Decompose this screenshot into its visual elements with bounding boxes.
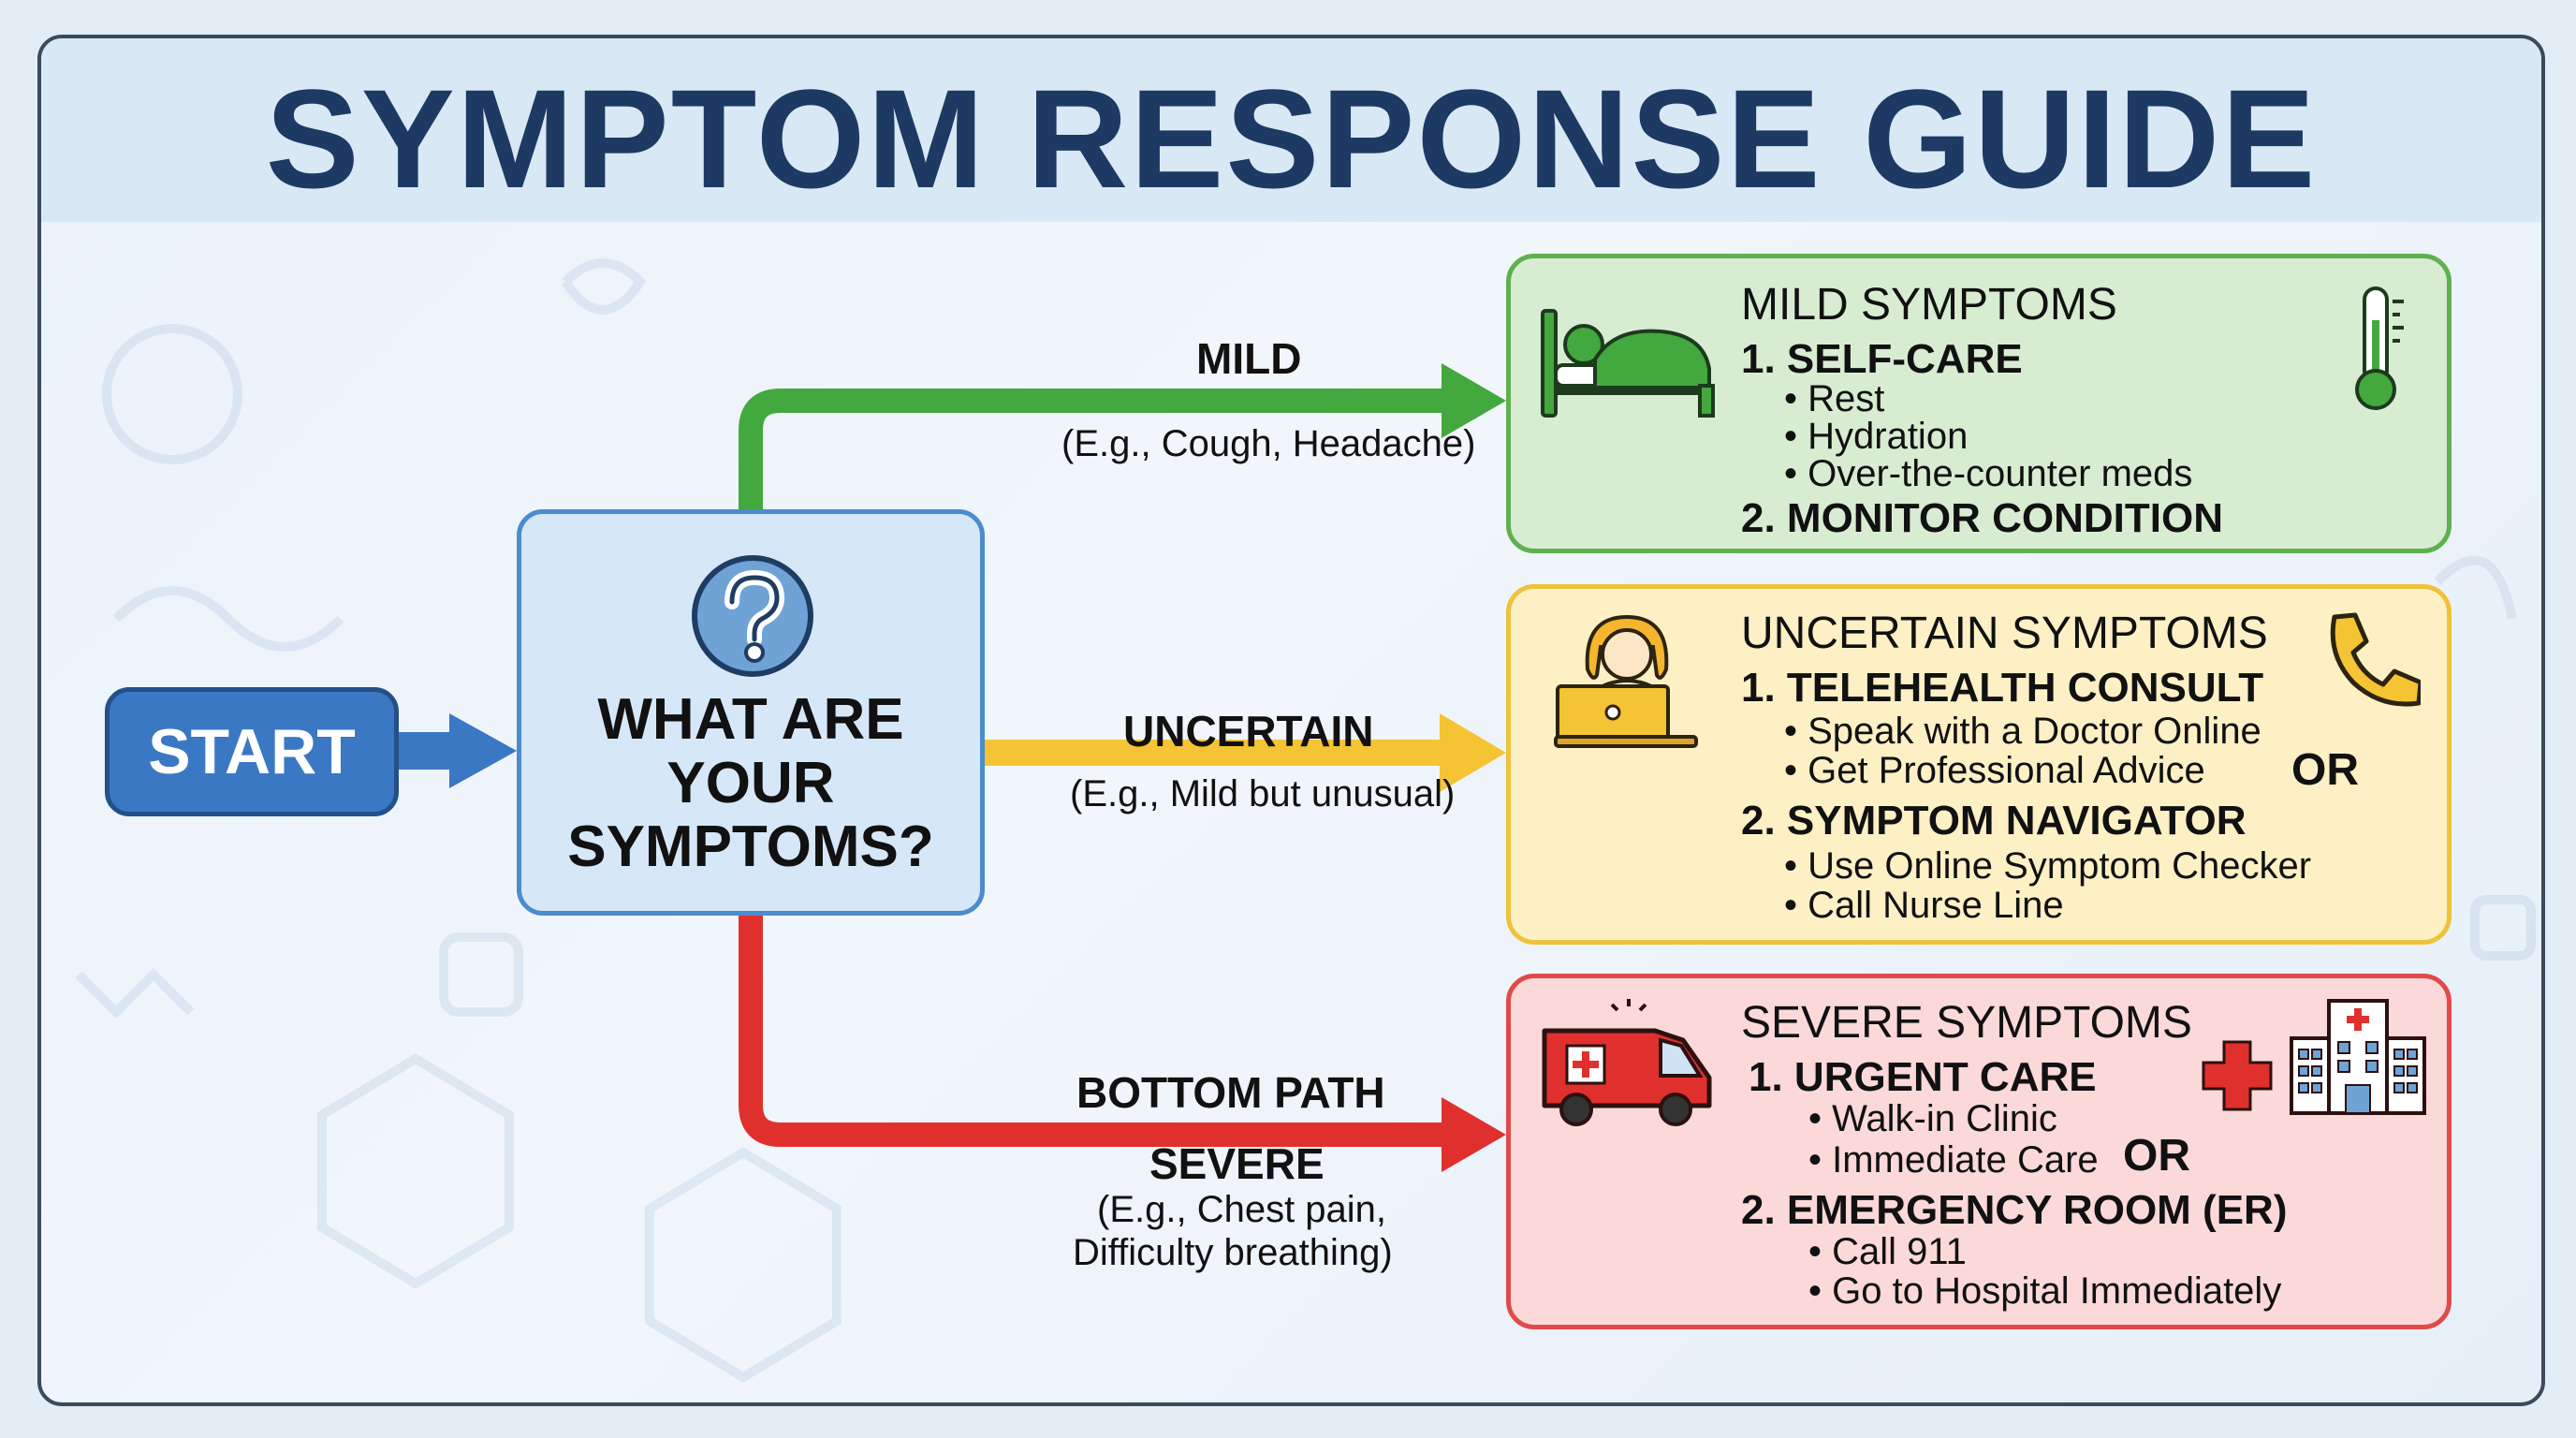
question-line-3: SYMPTOMS? [567, 814, 934, 879]
uncertain-step-2: 2. SYMPTOM NAVIGATOR [1741, 798, 2247, 844]
uncertain-path-example: (E.g., Mild but unusual) [1070, 773, 1456, 814]
uncertain-step-1-item: • Get Professional Advice [1784, 750, 2205, 791]
uncertain-card-title: UNCERTAIN SYMPTOMS [1741, 609, 2268, 658]
uncertain-step-2-item: • Call Nurse Line [1784, 885, 2064, 926]
uncertain-path-label: UNCERTAIN [1123, 707, 1374, 756]
mild-path-example: (E.g., Cough, Headache) [1061, 423, 1476, 464]
bed-icon [1541, 309, 1715, 418]
uncertain-or-label: OR [2291, 745, 2359, 795]
thermometer-icon [2355, 286, 2404, 410]
severe-arrow-head [1442, 1097, 1506, 1172]
mild-step-1: 1. SELF-CARE [1741, 336, 2023, 382]
uncertain-connector-line [985, 740, 1443, 766]
severe-step-2: 2. EMERGENCY ROOM (ER) [1741, 1187, 2288, 1233]
uncertain-step-2-item: • Use Online Symptom Checker [1784, 845, 2312, 887]
mild-step-1-item: • Hydration [1784, 416, 1969, 457]
severe-or-label: OR [2123, 1131, 2190, 1181]
severe-step-1-item: • Walk-in Clinic [1808, 1098, 2057, 1139]
question-line-2: YOUR [666, 751, 835, 815]
severe-path-heading: BOTTOM PATH [1076, 1068, 1385, 1117]
header-band [41, 38, 2541, 222]
doctor-laptop-icon [1554, 614, 1698, 748]
mild-path-label: MILD [1196, 334, 1302, 383]
severe-card: SEVERE SYMPTOMS 1. URGENT CARE • Walk-in… [1506, 974, 2452, 1329]
mild-card: MILD SYMPTOMS 1. SELF-CARE • Rest • Hydr… [1506, 254, 2452, 553]
uncertain-step-1-item: • Speak with a Doctor Online [1784, 711, 2261, 752]
severe-step-1-item: • Immediate Care [1808, 1139, 2099, 1181]
uncertain-arrow-head [1440, 713, 1506, 792]
phone-icon [2330, 612, 2421, 707]
severe-path-example-2: Difficulty breathing) [1073, 1232, 1393, 1273]
mild-arrow-head [1442, 363, 1506, 438]
background-decoration-icon [75, 258, 2536, 1383]
start-arrow-shaft [399, 732, 455, 770]
severe-step-2-item: • Go to Hospital Immediately [1808, 1270, 2282, 1312]
ambulance-icon [1542, 999, 1712, 1126]
mild-connector-line [739, 389, 1446, 509]
question-text: WHAT ARE YOUR SYMPTOMS? [521, 688, 980, 879]
severe-card-title: SEVERE SYMPTOMS [1741, 998, 2192, 1048]
severe-path-example-1: (E.g., Chest pain, [1097, 1189, 1387, 1230]
mild-card-title: MILD SYMPTOMS [1741, 280, 2117, 330]
severe-step-1: 1. URGENT CARE [1749, 1054, 2097, 1100]
hospital-icon [2290, 999, 2426, 1115]
severe-step-2-item: • Call 911 [1808, 1231, 1967, 1272]
uncertain-step-1: 1. TELEHEALTH CONSULT [1741, 665, 2264, 711]
question-mark-icon [692, 555, 813, 677]
question-node: WHAT ARE YOUR SYMPTOMS? [517, 509, 985, 916]
mild-step-1-item: • Rest [1784, 378, 1885, 419]
mild-step-1-item: • Over-the-counter meds [1784, 453, 2193, 494]
question-line-1: WHAT ARE [597, 687, 904, 752]
start-node: START [105, 687, 399, 816]
page-title: SYMPTOM RESPONSE GUIDE [265, 60, 2318, 217]
severe-connector-line [739, 916, 1446, 1147]
uncertain-card: UNCERTAIN SYMPTOMS 1. TELEHEALTH CONSULT… [1506, 584, 2452, 945]
red-cross-icon [2202, 1040, 2273, 1111]
start-arrow-head [449, 713, 517, 788]
mild-step-2: 2. MONITOR CONDITION [1741, 495, 2223, 541]
severe-path-label: SEVERE [1149, 1139, 1325, 1188]
